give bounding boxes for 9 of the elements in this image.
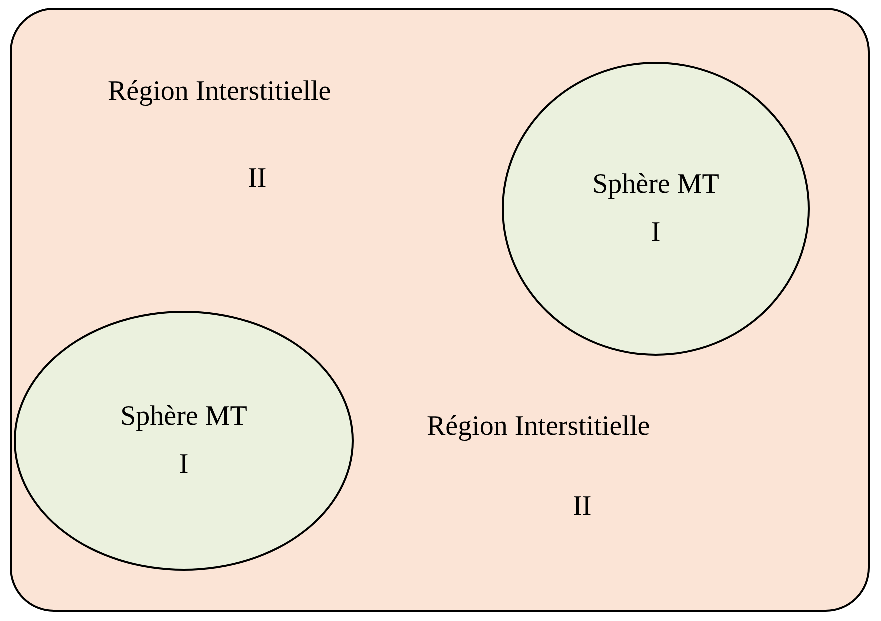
region-number: II: [248, 165, 267, 193]
region-label: Région Interstitielle: [427, 413, 650, 441]
region-number: II: [573, 493, 592, 521]
sphere-label: Sphère MT: [120, 403, 248, 431]
region-number: I: [179, 451, 189, 479]
sphere-label: Sphère MT: [592, 171, 720, 199]
region-label: Région Interstitielle: [108, 78, 332, 106]
region-box: [10, 8, 870, 612]
region-number: I: [651, 219, 661, 247]
